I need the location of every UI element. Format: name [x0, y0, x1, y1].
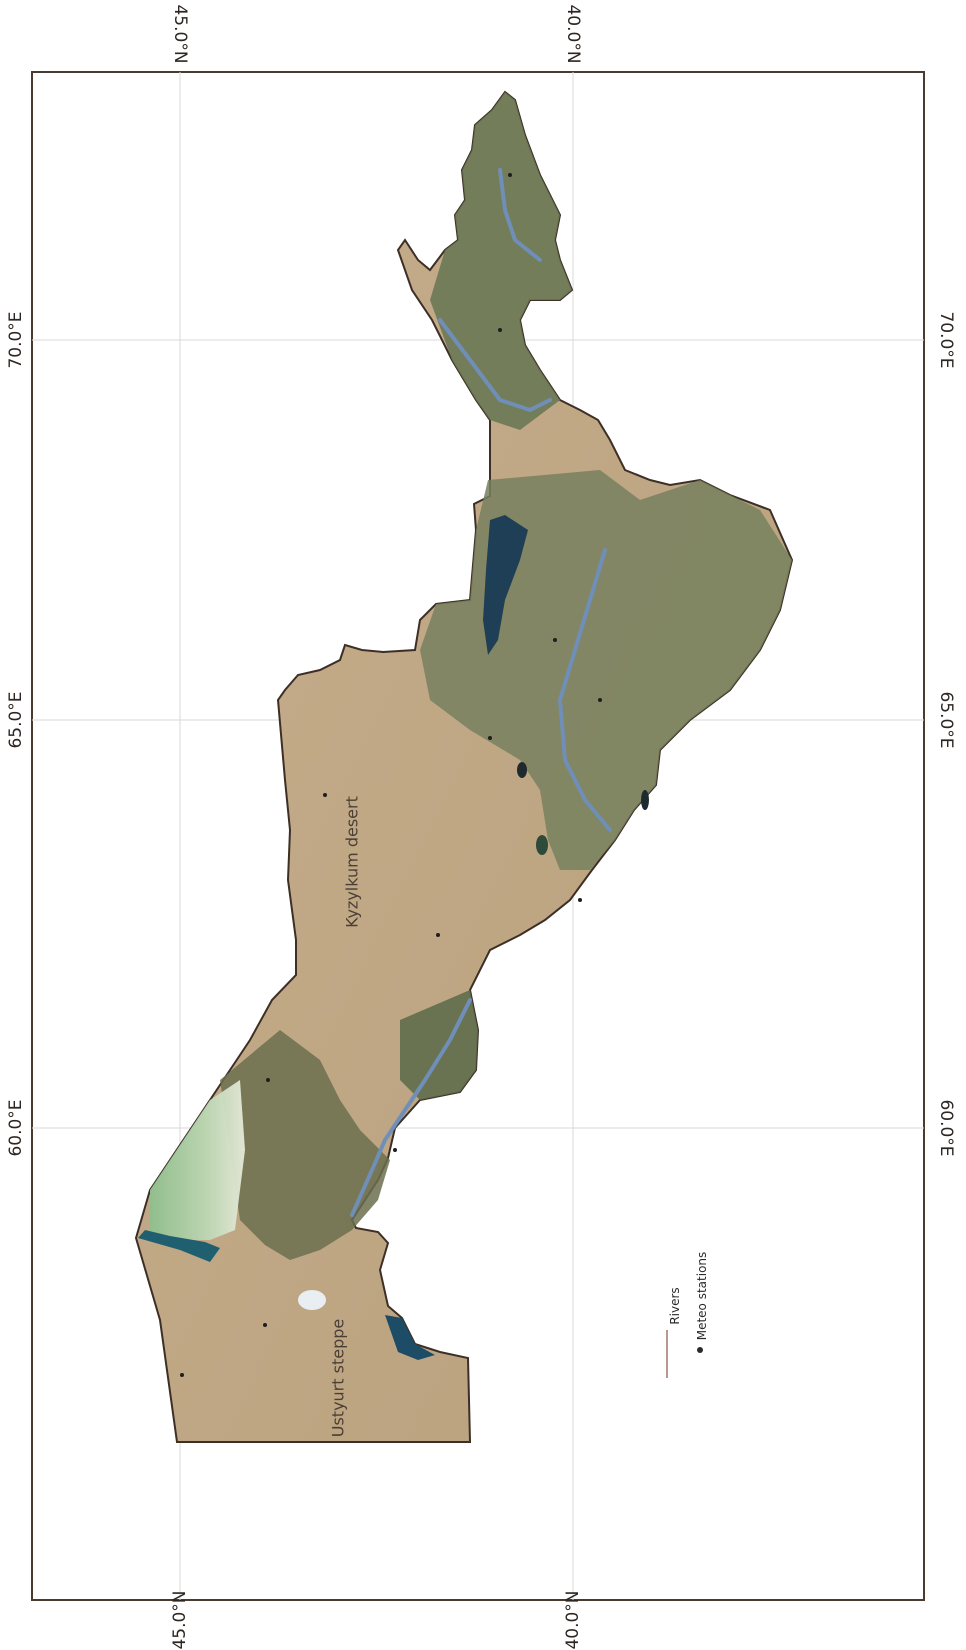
lon-tick-right-60: 60.0°E — [936, 1099, 956, 1157]
meteo-station-dot — [508, 173, 512, 177]
vegetation-khorezm — [400, 990, 478, 1100]
meteo-station-dot — [578, 898, 582, 902]
meteo-station-dot — [263, 1323, 267, 1327]
meteo-station-dot — [498, 328, 502, 332]
lon-tick-left-65: 65.0°E — [6, 691, 26, 749]
legend-dot-icon — [697, 1347, 703, 1353]
meteo-station-dot — [436, 933, 440, 937]
small-lake-1 — [517, 762, 527, 778]
legend-label-meteo-stations: Meteo stations — [695, 1251, 709, 1341]
rivers — [350, 168, 612, 1217]
vegetation-aral — [220, 1030, 390, 1260]
aral-sea — [138, 1230, 220, 1262]
vegetation-fergana — [430, 92, 572, 430]
meteo-station-dot — [323, 793, 327, 797]
meteo-station-dot — [393, 1148, 397, 1152]
small-lake-2 — [641, 790, 649, 810]
ustyurt-salt-flat — [298, 1290, 326, 1310]
meteo-station-dots — [180, 173, 602, 1377]
lon-tick-left-70: 70.0°E — [6, 311, 26, 369]
small-lake-3 — [536, 835, 548, 855]
lat-tick-top-45: 45.0°N — [170, 4, 190, 64]
lon-tick-left-60: 60.0°E — [6, 1099, 26, 1157]
meteo-station-dot — [180, 1373, 184, 1377]
meteo-station-dot — [488, 736, 492, 740]
river-zarafshan — [558, 548, 612, 832]
aydar-lake — [483, 515, 528, 655]
label-ustyurt-steppe: Ustyurt steppe — [328, 1318, 348, 1438]
lat-tick-bottom-45: 45.0°N — [170, 1590, 190, 1650]
river-amu-darya — [350, 998, 472, 1217]
legend — [666, 1330, 703, 1378]
meteo-station-dot — [598, 698, 602, 702]
river-syr-darya-upper — [498, 168, 542, 262]
legend-label-rivers: Rivers — [668, 1287, 682, 1325]
meteo-station-dot — [553, 638, 557, 642]
sarygamysh-lake — [385, 1315, 435, 1360]
lat-tick-top-40: 40.0°N — [563, 4, 583, 64]
lat-tick-bottom-40: 40.0°N — [563, 1590, 583, 1650]
lon-tick-right-70: 70.0°E — [936, 311, 956, 369]
river-naryn — [438, 318, 552, 412]
label-kyzylkum-desert: Kyzylkum desert — [342, 796, 362, 928]
lon-tick-right-65: 65.0°E — [936, 691, 956, 749]
meteo-station-dot — [266, 1078, 270, 1082]
sea-shore — [150, 1080, 245, 1240]
